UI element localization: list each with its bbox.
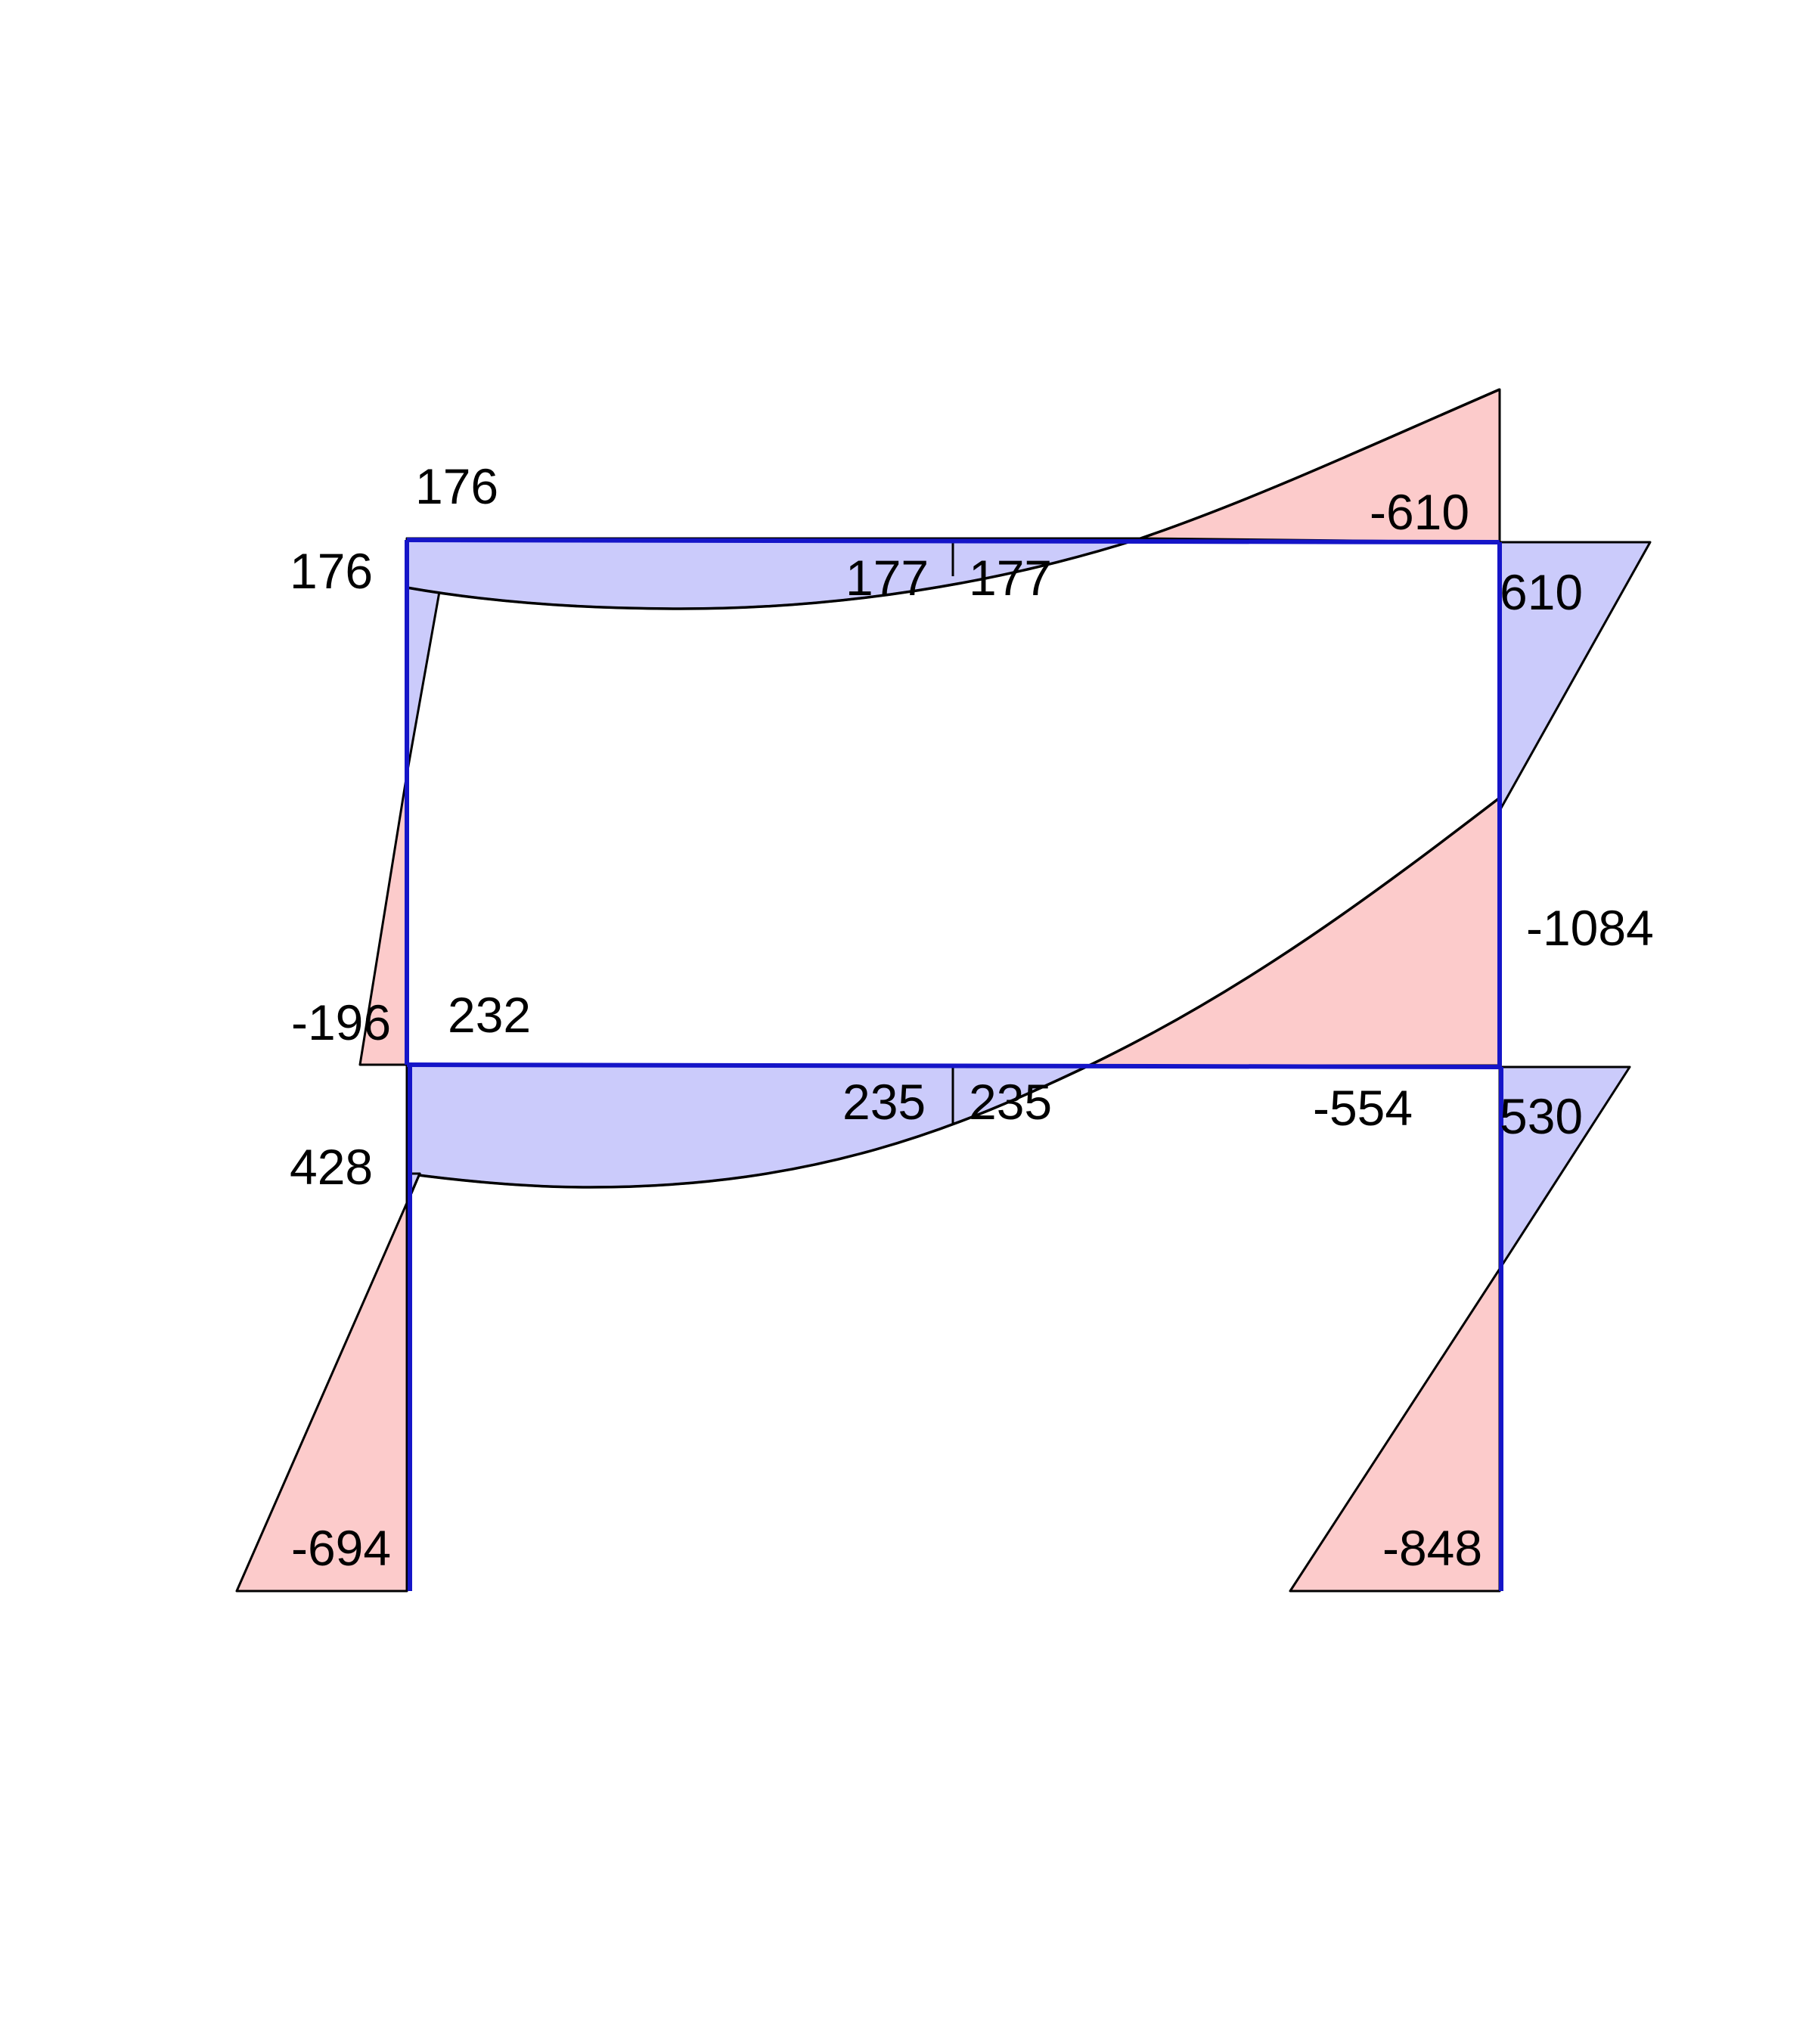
- label-bottom-beam-mid-left: 235: [842, 1074, 926, 1130]
- label-right-upper-column-bottom: -1084: [1526, 900, 1654, 956]
- moment-labels: 176 176 177 177 -610 610 -1084 -196 232 …: [290, 458, 1654, 1576]
- label-right-lower-column-top: 530: [1500, 1088, 1583, 1144]
- label-bottom-beam-left-end: 232: [448, 987, 531, 1043]
- label-right-upper-column-top: 610: [1500, 564, 1583, 620]
- label-bottom-beam-mid-right: 235: [969, 1074, 1052, 1130]
- top-beam-moment-curve: [406, 388, 1500, 610]
- bottom-beam: [406, 1062, 1500, 1069]
- label-top-beam-left-upper: 176: [415, 458, 498, 514]
- label-left-upper-column-bottom: -196: [291, 994, 391, 1050]
- frame: [405, 538, 1503, 1591]
- label-top-beam-mid-left: 177: [845, 550, 929, 606]
- bottom-beam-negative-area: [1087, 796, 1501, 1067]
- label-left-lower-column-top: 428: [290, 1139, 373, 1195]
- label-right-lower-column-base: -848: [1382, 1520, 1482, 1576]
- bottom-beam-moment-curve: [406, 796, 1501, 1189]
- top-beam: [406, 538, 1500, 544]
- label-top-beam-left-end: 176: [290, 543, 373, 599]
- label-top-beam-right-end: -610: [1370, 484, 1469, 540]
- label-left-lower-column-base: -694: [291, 1520, 391, 1576]
- label-bottom-beam-right-end: -554: [1313, 1080, 1413, 1136]
- label-top-beam-mid-right: 177: [969, 550, 1052, 606]
